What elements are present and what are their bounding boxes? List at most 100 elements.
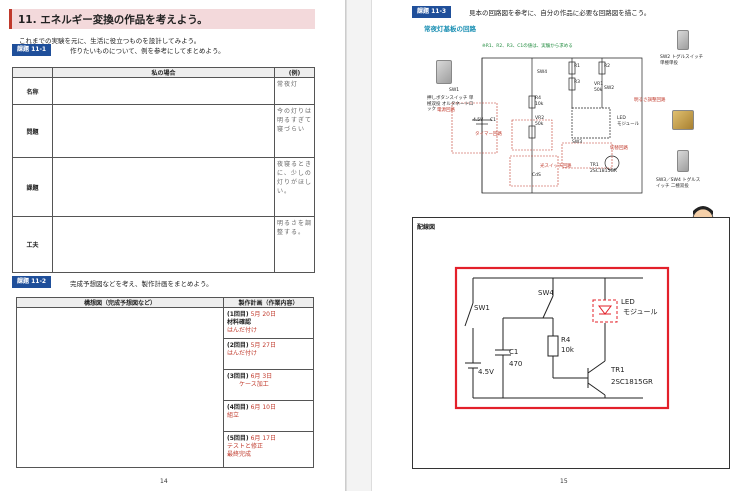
plan-1-task2: はんだ付け — [227, 327, 258, 334]
plan-4-title: (4回目) — [227, 404, 249, 411]
chapter-title: 11. エネルギー変換の作品を考えよう。 — [18, 14, 208, 26]
col-plan: 製作計画（作業内容） — [223, 297, 314, 308]
sw3-label: SW3 — [572, 140, 583, 145]
wiring-r4-label: R4 — [561, 336, 571, 344]
col-sketch: 構想図（完成予想図など） — [16, 297, 224, 308]
wiring-diagram — [454, 266, 670, 410]
plan-row-3: (3回目) 6月 3日 ケース加工 — [223, 369, 314, 401]
task-label-11-1: 課題 11-1 — [12, 44, 52, 56]
light-switch-label: 光スイッチ回路 — [540, 164, 572, 169]
row-head-idea: 工夫 — [12, 216, 53, 273]
task-text-11-2: 完成予想図などを考え、製作計画をまとめよう。 — [70, 280, 213, 288]
plan-5-title: (5回目) — [227, 435, 249, 442]
plan-5-task: テストと修正 — [227, 443, 264, 450]
plan-row-2: (2回目) 5月 27日 はんだ付け — [223, 338, 314, 370]
cell-mine-idea[interactable] — [52, 216, 275, 273]
r2-label: R2 — [604, 64, 610, 69]
toggle-switch-2-photo — [677, 150, 689, 172]
vr1-label: VR1 — [594, 82, 604, 87]
bright-adjust-label: 明るさ調整回路 — [634, 98, 666, 103]
r3-label: R3 — [574, 80, 580, 85]
task-text-11-1: 作りたいものについて、例を参考にしてまとめよう。 — [70, 47, 225, 55]
task-label-11-2: 課題 11-2 — [12, 276, 52, 288]
plan-4-task: 組立 — [227, 412, 240, 419]
wiring-r4-value: 10k — [561, 346, 574, 354]
schematic-diagram — [451, 57, 643, 194]
row-head-problem: 問題 — [12, 104, 53, 158]
wiring-sw4-label: SW4 — [538, 289, 554, 297]
led-module-photo — [672, 110, 694, 130]
plan-2-date: 5月 27日 — [250, 342, 276, 349]
plan-3-task: ケース加工 — [239, 381, 269, 388]
plan-row-4: (4回目) 6月 10日 組立 — [223, 400, 314, 432]
wiring-tr1-part: 2SC1815GR — [611, 378, 653, 386]
sw2-label: SW2 — [604, 86, 615, 91]
cds-label: CdS — [532, 173, 541, 178]
wiring-battery-label: 4.5V — [478, 368, 494, 376]
led-label: LED — [617, 116, 626, 121]
vr2-value: 50k — [535, 122, 544, 127]
cell-example-issue: 夜寝るときに、少しの灯りがほしい。 — [274, 157, 315, 217]
page-number-right: 15 — [560, 478, 568, 485]
cell-mine-problem[interactable] — [52, 104, 275, 158]
plan-3-date: 6月 3日 — [250, 373, 273, 380]
wiring-sw1-label: SW1 — [474, 304, 490, 312]
tr1-part: 2SC1815GR — [590, 169, 617, 174]
plan-5-date: 6月 17日 — [250, 435, 276, 442]
circuit-subhead: 常夜灯基板の回路 — [424, 25, 476, 33]
vr1-value: 50k — [594, 88, 603, 93]
production-table: 構想図（完成予想図など） 製作計画（作業内容） (1回目) 5月 20日 材料確… — [16, 297, 314, 468]
col-example: (例) — [274, 67, 315, 78]
wiring-led-label: LED — [621, 298, 635, 306]
wiring-tr1-label: TR1 — [611, 366, 625, 374]
chapter-banner: 11. エネルギー変換の作品を考えよう。 — [9, 9, 315, 29]
sketch-area[interactable] — [16, 307, 224, 468]
r1-label: R1 — [574, 64, 580, 69]
row-head-name: 名称 — [12, 77, 53, 105]
wiring-c1-value: 470 — [509, 360, 523, 368]
right-page: 課題 11-3 見本の回路図を参考に、自分の作品に必要な回路図を描こう。 常夜灯… — [372, 0, 731, 491]
r4-label: R4 — [535, 96, 541, 101]
cell-example-name: 常夜灯 — [274, 77, 315, 105]
sw2-desc: SW2 トグルスイッチ 単極単投 — [660, 55, 704, 66]
cell-mine-issue[interactable] — [52, 157, 275, 217]
cell-mine-name[interactable] — [52, 77, 275, 105]
left-page: 11. エネルギー変換の作品を考えよう。 これまでの実験を元に、生活に役立つもの… — [0, 0, 346, 491]
plan-1-task: 材料確認 — [227, 319, 252, 326]
plan-3-title: (3回目) — [227, 373, 249, 380]
wiring-led-desc: モジュール — [623, 308, 658, 316]
sw1-desc: 押しボタンスイッチ 単極双投 オルタネートロック — [427, 96, 474, 112]
battery-label: 4.5V — [473, 118, 484, 123]
power-circuit-label: 電源回路 — [437, 108, 455, 113]
push-switch-photo — [436, 60, 452, 84]
intro-text: これまでの実験を元に、生活に役立つものを設計してみよう。 — [19, 37, 201, 45]
wiring-c1-label: C1 — [509, 348, 519, 356]
page-number-left: 14 — [160, 478, 168, 485]
led-desc: モジュール — [617, 122, 640, 127]
tr1-label: TR1 — [590, 163, 599, 168]
plan-1-date: 5月 20日 — [250, 311, 276, 318]
task-label-11-3: 課題 11-3 — [412, 6, 452, 18]
cell-example-problem: 今の灯りは明るすぎて寝づらい — [274, 104, 315, 158]
vr2-label: VR2 — [535, 116, 545, 121]
sw4-label: SW4 — [537, 70, 548, 75]
plan-row-1: (1回目) 5月 20日 材料確認 はんだ付け — [223, 307, 314, 339]
wiring-diagram-box: 配線図 — [412, 217, 730, 469]
plan-5-task2: 最終完成 — [227, 451, 252, 458]
book-gutter — [346, 0, 372, 491]
plan-1-title: (1回目) — [227, 311, 249, 318]
plan-4-date: 6月 10日 — [250, 404, 276, 411]
plan-2-task: はんだ付け — [227, 350, 258, 357]
cell-example-idea: 明るさを調整する。 — [274, 216, 315, 273]
toggle-switch-photo — [677, 30, 689, 50]
timer-circuit-label: タイマー回路 — [475, 132, 502, 137]
sw1-label: SW1 — [449, 88, 460, 93]
plan-2-title: (2回目) — [227, 342, 249, 349]
wiring-label: 配線図 — [417, 224, 436, 231]
r4-value: 10k — [535, 102, 544, 107]
plan-table: 私の場合 (例) 名称 常夜灯 問題 今の灯りは明るすぎて寝づらい 課題 夜寝る… — [12, 67, 315, 273]
task-text-11-3: 見本の回路図を参考に、自分の作品に必要な回路図を描こう。 — [469, 9, 651, 17]
c1-label: C1 — [490, 118, 497, 123]
col-mine: 私の場合 — [52, 67, 275, 78]
resistor-note: ※R1、R2、R3、C1の値は、実験から求める — [482, 44, 573, 49]
